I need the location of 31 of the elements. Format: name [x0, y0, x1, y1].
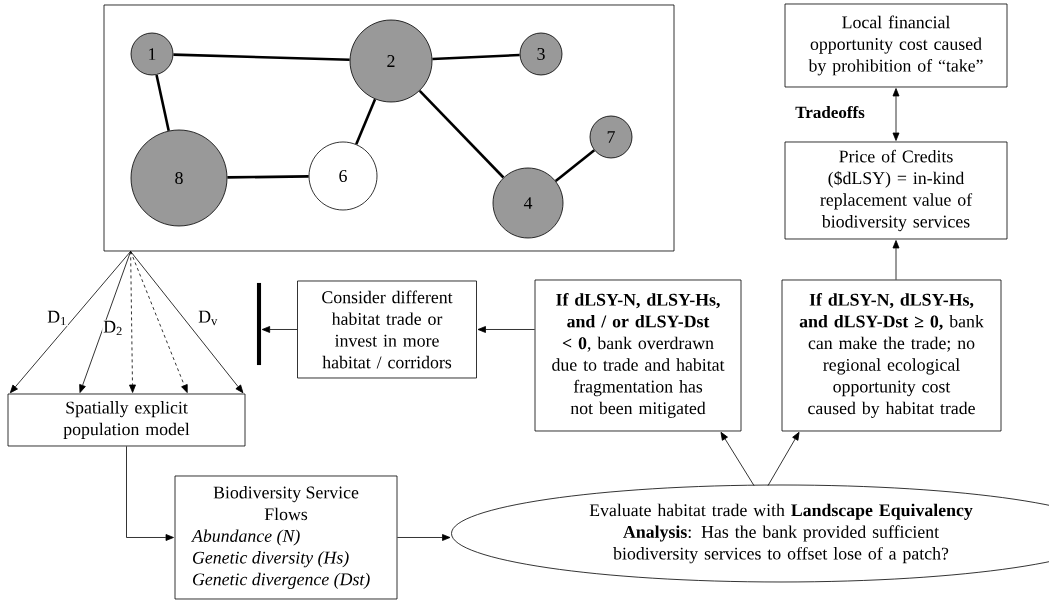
- arrow: [767, 431, 800, 486]
- process-box: Price of Credits ($dLSY) = in-kind replacement value of biodiversity services: [784, 141, 1008, 240]
- connection-line: [432, 53, 520, 61]
- process-box: Local financial opportunity cost caused by prohibition of “take”: [784, 3, 1008, 88]
- arrow: [129, 251, 136, 393]
- arrow: [397, 534, 451, 541]
- process-box: If dLSY-N, dLSY-Hs, and dLSY-Dst ≥ 0, bank can make the trade; no regional ecological opportunity cost caused by habitat trade: [781, 279, 1002, 432]
- process-box: If dLSY-N, dLSY-Hs, and / or dLSY-Dst < 0, bank overdrawn due to trade and habitat fragmentation has not been mitigated: [534, 279, 742, 432]
- arrow: [892, 240, 900, 280]
- arrow: [261, 326, 298, 333]
- arrow: [9, 251, 131, 394]
- arrow: [477, 326, 535, 333]
- connection-line: [418, 89, 505, 179]
- arrow: [126, 446, 174, 541]
- connection-line: [227, 175, 309, 179]
- arrow: [130, 251, 188, 393]
- edge-label: D$_{2}$: [102, 319, 124, 337]
- arrow: [130, 251, 244, 394]
- edge-label: Tradeoffs: [794, 104, 866, 120]
- arrow: [79, 251, 131, 393]
- double-arrow: [892, 88, 900, 141]
- connection-line: [155, 74, 170, 131]
- process-box: Consider different habitat trade or invest in more habitat / corridors: [297, 280, 477, 379]
- connection-line: [173, 53, 350, 62]
- edge-label: D$_{v}$: [197, 309, 219, 327]
- connection-line: [355, 98, 377, 145]
- process-box: Biodiversity Service Flows Abundance (N) Genetic diversity (Hs) Genetic divergence (Dst): [174, 475, 398, 600]
- edge-label: D$_{1}$: [46, 309, 68, 327]
- process-box: Spatially explicit population model: [7, 393, 246, 447]
- arrow: [720, 431, 755, 486]
- connection-line: [554, 149, 596, 182]
